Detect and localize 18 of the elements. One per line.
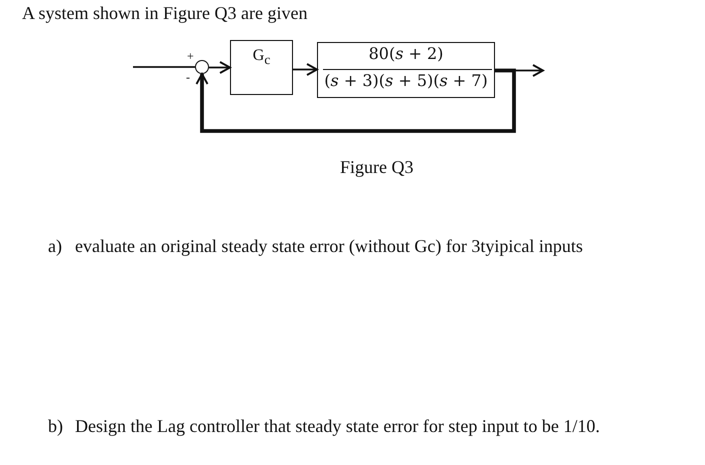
question-text: evaluate an original steady state error (without Gc) for 3tyipical inputs — [75, 235, 583, 257]
arrow — [293, 63, 318, 76]
summing-junction — [195, 60, 209, 74]
question-text: Design the Lag controller that steady state error for step input to be 1/10. — [75, 415, 600, 437]
figure-caption: Figure Q3 — [340, 156, 414, 178]
plus-sign: + — [187, 50, 194, 62]
controller-block — [230, 40, 293, 95]
list-marker: b) — [48, 415, 63, 437]
minus-sign: - — [186, 71, 190, 83]
problem-statement: A system shown in Figure Q3 are given — [22, 2, 308, 24]
arrow — [209, 61, 231, 74]
denominator-text: (s + 3)(s + 5)(s + 7) — [323, 72, 489, 90]
connector-line — [133, 66, 195, 68]
numerator-text: 80(s + 2) — [368, 45, 444, 63]
feedback-arrow — [196, 68, 516, 133]
block-label: G$_{c}$ — [252, 46, 272, 70]
list-marker: a) — [48, 235, 62, 257]
plant-block — [317, 42, 495, 98]
